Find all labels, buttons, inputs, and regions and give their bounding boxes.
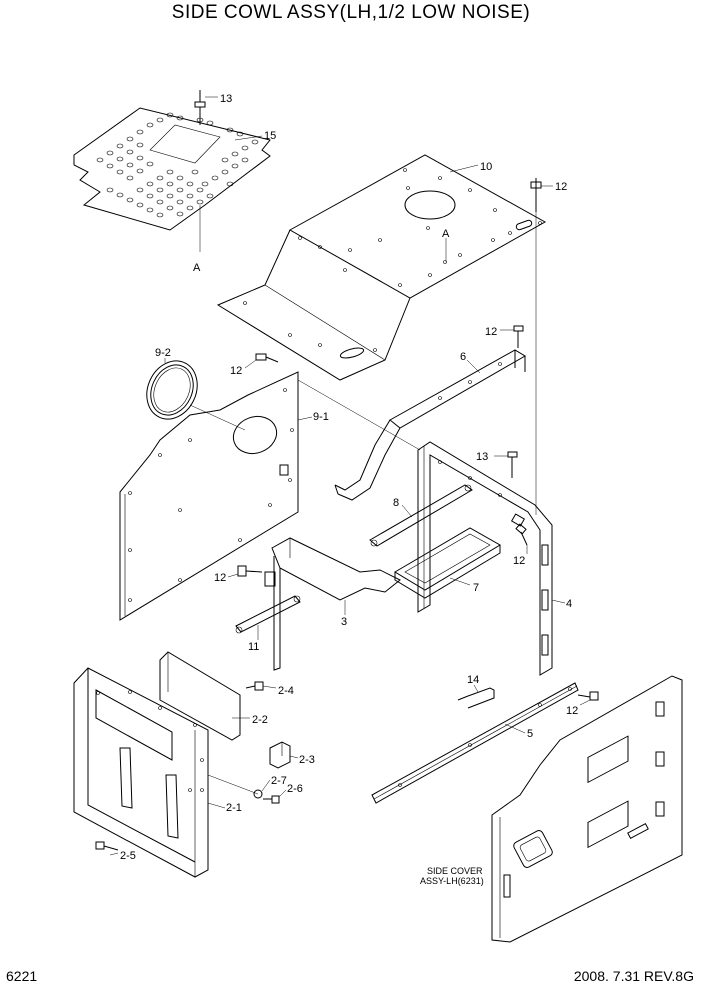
callout-4: 4 bbox=[566, 598, 572, 610]
part-2-7-washer bbox=[253, 779, 271, 799]
callout-7: 7 bbox=[473, 582, 479, 594]
part-15-perforated-mat bbox=[73, 107, 271, 252]
side-cover-label-1: SIDE COVER bbox=[427, 866, 483, 876]
callout-2-2: 2-2 bbox=[252, 714, 268, 726]
callout-15: 15 bbox=[264, 130, 276, 142]
part-12-bolt-bar bbox=[577, 691, 599, 706]
revision-date: 2008. 7.31 REV.8G bbox=[573, 968, 694, 984]
part-2-2-plate bbox=[159, 651, 250, 741]
callout-12-panel: 12 bbox=[230, 365, 242, 377]
part-10-top-plate bbox=[216, 154, 547, 381]
part-14-handle bbox=[457, 684, 495, 709]
part-4-frame bbox=[417, 441, 566, 676]
part-7-tray bbox=[394, 527, 501, 599]
page-title: SIDE COWL ASSY(LH,1/2 LOW NOISE) bbox=[171, 2, 531, 23]
callout-3: 3 bbox=[341, 616, 347, 628]
callout-2-7: 2-7 bbox=[271, 775, 287, 787]
callout-8: 8 bbox=[393, 497, 399, 509]
page-number: 6221 bbox=[6, 968, 38, 984]
callout-2-3: 2-3 bbox=[299, 754, 315, 766]
part-2-5-screw bbox=[95, 841, 119, 856]
part-2-3-clip bbox=[269, 741, 299, 769]
callout-12-mid: 12 bbox=[485, 326, 497, 338]
part-12-bolt-mid bbox=[500, 325, 524, 348]
part-3-bracket bbox=[264, 537, 401, 671]
part-6-bracket bbox=[334, 349, 526, 501]
part-9-1-panel bbox=[119, 371, 421, 621]
ref-mark-a-mat: A bbox=[193, 262, 201, 274]
part-13-bolt-top bbox=[194, 90, 218, 125]
part-8-rod bbox=[369, 484, 473, 547]
part-5-bar bbox=[371, 682, 579, 804]
callout-2-4: 2-4 bbox=[278, 685, 294, 697]
part-11-rod bbox=[235, 595, 301, 640]
callout-12-top: 12 bbox=[555, 181, 567, 193]
part-2-4-bolt bbox=[245, 681, 277, 691]
callout-5: 5 bbox=[527, 728, 533, 740]
callout-10: 10 bbox=[480, 161, 492, 173]
side-cover-label-2: ASSY-LH(6231) bbox=[420, 876, 484, 886]
part-9-2-ring-seal bbox=[146, 358, 246, 431]
callout-9-2: 9-2 bbox=[155, 347, 171, 359]
callout-13-top: 13 bbox=[220, 93, 232, 105]
callout-13-mid: 13 bbox=[476, 451, 488, 463]
part-2-6-screw bbox=[263, 789, 287, 804]
part-13-bolt-mid bbox=[494, 451, 518, 478]
callout-9-1: 9-1 bbox=[313, 411, 329, 423]
callout-11: 11 bbox=[248, 641, 259, 653]
callout-12-left: 12 bbox=[214, 572, 226, 584]
part-12-bolt-panel bbox=[244, 353, 279, 369]
callout-2-5: 2-5 bbox=[120, 850, 136, 862]
callout-12-bar: 12 bbox=[566, 705, 578, 717]
callout-12-frame: 12 bbox=[513, 555, 525, 567]
part-12-bolt-top-right bbox=[530, 178, 553, 515]
callout-2-6: 2-6 bbox=[287, 783, 303, 795]
side-cover-assy bbox=[491, 675, 683, 943]
part-12-bolt-frame bbox=[515, 523, 528, 554]
part-2-1-cowl-body bbox=[73, 667, 259, 878]
callout-6: 6 bbox=[460, 351, 466, 363]
callout-14: 14 bbox=[467, 674, 479, 686]
part-12-bolt-left bbox=[227, 565, 263, 578]
callout-2-1: 2-1 bbox=[226, 802, 242, 814]
ref-mark-a-plate: A bbox=[442, 228, 450, 240]
